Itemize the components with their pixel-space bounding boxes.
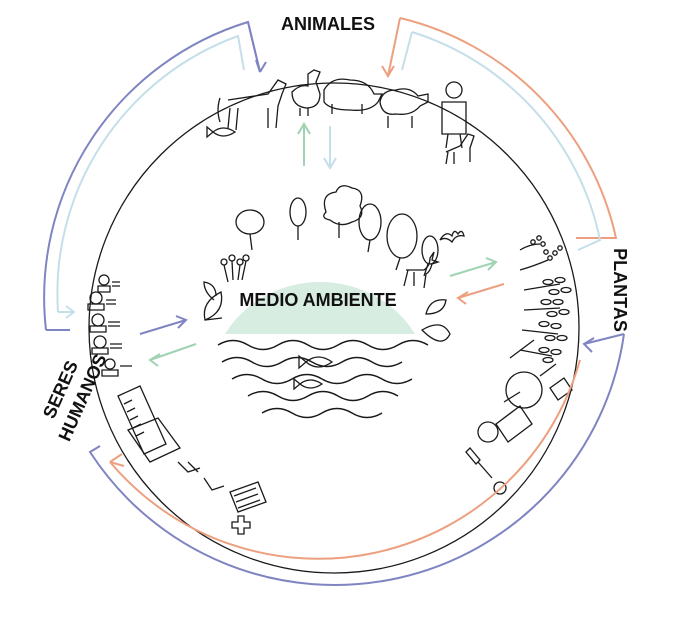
- tree-icon: [235, 209, 265, 251]
- tree-icon: [323, 185, 363, 238]
- fish-icon: [293, 377, 324, 391]
- tree-icon: [289, 197, 307, 240]
- arrow-env-to-animals: [297, 122, 311, 166]
- arrow-env-to-plants: [449, 257, 498, 277]
- pig-icon: [323, 78, 384, 114]
- flower-icon: [220, 254, 250, 283]
- plant-pods-icon: [519, 276, 572, 364]
- arrow-humans-to-env: [139, 315, 188, 335]
- goat-icon: [445, 133, 475, 165]
- label-animals: ANIMALES: [281, 14, 375, 34]
- relation-arcs: [43, 17, 625, 586]
- center-label: MEDIO AMBIENTE: [239, 290, 396, 310]
- arrow-animals-to-env: [323, 126, 337, 170]
- deer-icon: [403, 251, 441, 289]
- people-icon: [87, 274, 132, 377]
- arc-humans-animals: [43, 20, 261, 331]
- arc-animals-humans-light: [56, 34, 245, 313]
- water-waves-icon: [217, 339, 429, 419]
- leaf-icon: [420, 299, 451, 342]
- cow-icon: [217, 79, 287, 131]
- fish-icon: [298, 354, 334, 370]
- lab-equipment-icon: [465, 339, 573, 495]
- hospital-icon: [229, 481, 267, 535]
- arc-humans-plants: [109, 359, 581, 560]
- arc-plants-humans: [88, 333, 625, 586]
- chicken-icon: [291, 69, 321, 116]
- tree-icon: [386, 213, 418, 271]
- building-icon: [117, 385, 225, 491]
- environment-hemisphere: [225, 281, 415, 334]
- arc-plants-animals: [399, 17, 618, 239]
- plant-sprigs-icon: [519, 235, 563, 271]
- fish-icon: [206, 125, 237, 139]
- arrow-env-to-humans: [148, 343, 197, 367]
- outer-ring: [88, 82, 580, 574]
- label-plants: PLANTAS: [610, 248, 630, 332]
- bat-icon: [439, 230, 465, 244]
- farmer-icon: [441, 81, 467, 149]
- tree-icon: [358, 203, 382, 253]
- arrow-plants-to-env: [456, 283, 505, 305]
- inner-arrows: [139, 122, 505, 367]
- leaf-icon: [203, 281, 223, 321]
- sheep-icon: [379, 88, 429, 128]
